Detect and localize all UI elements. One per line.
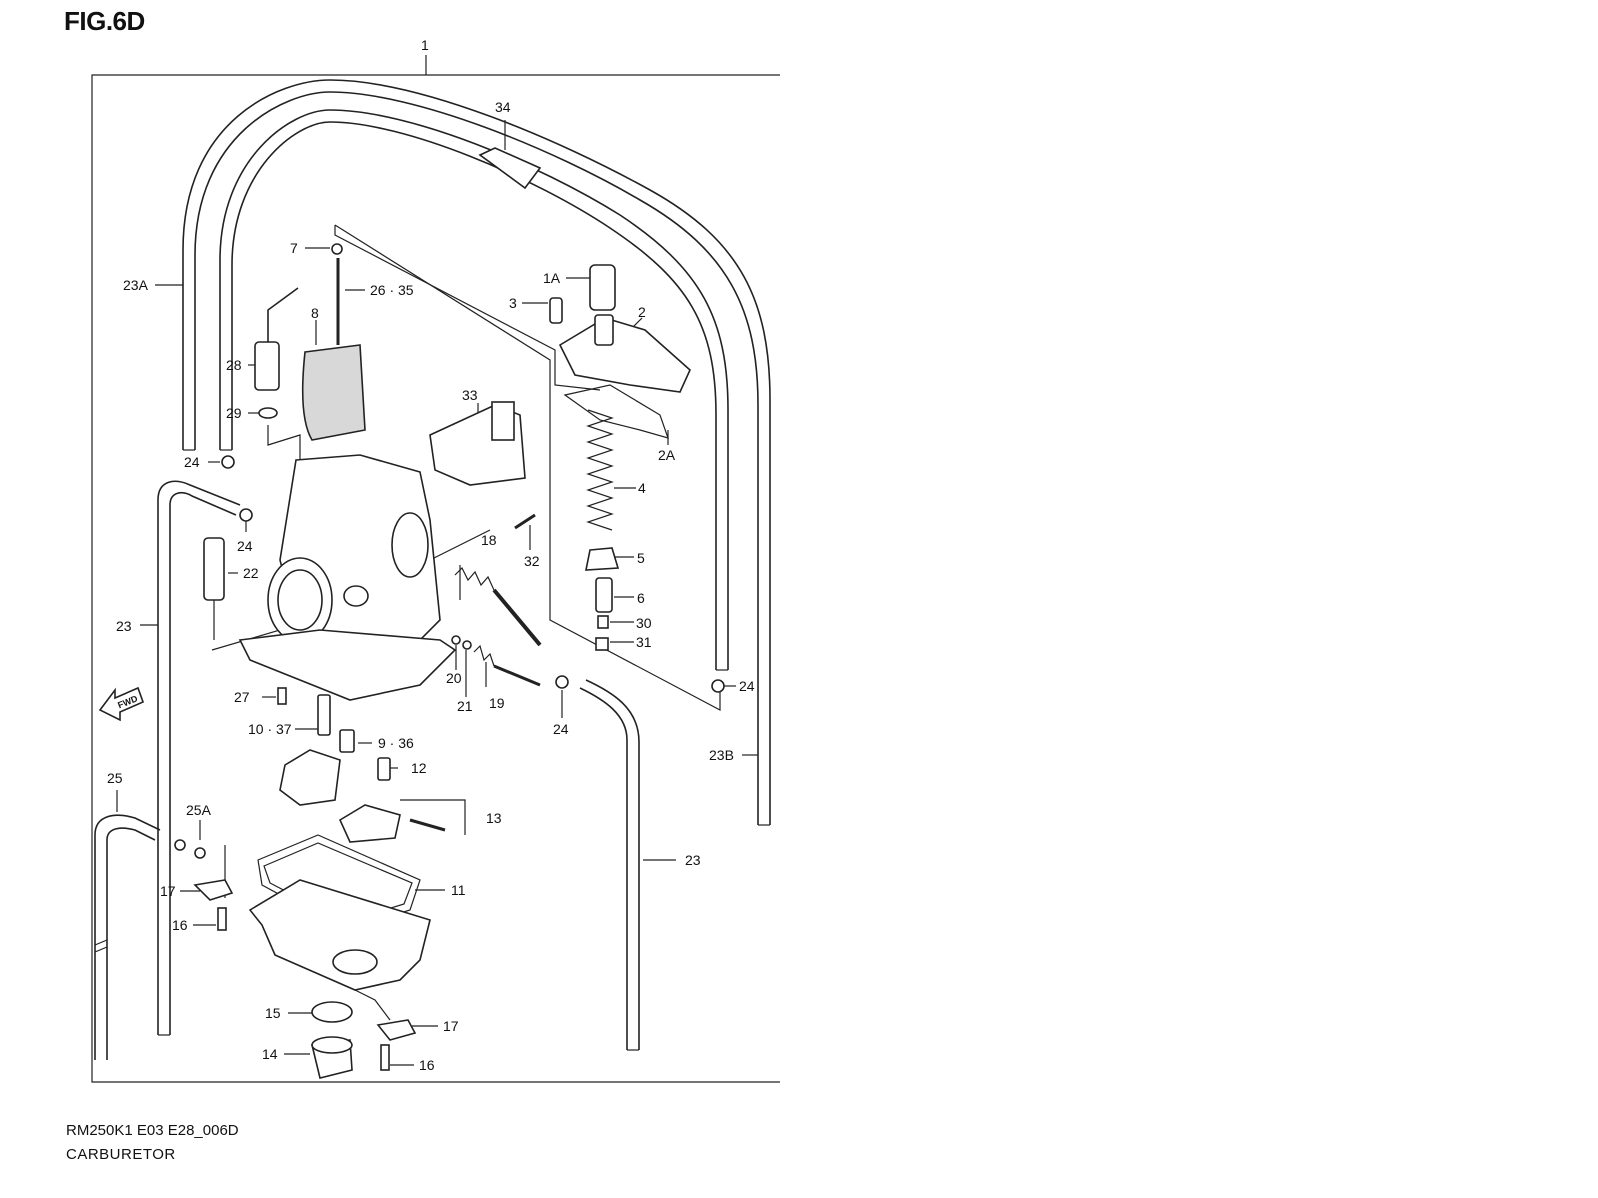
callout-24-a: 24	[184, 454, 200, 470]
callout-1: 1	[421, 37, 429, 53]
leader-lines	[116, 224, 758, 1066]
callout-10-37: 10 · 37	[248, 721, 292, 737]
callout-17-a: 17	[160, 883, 176, 899]
callout-2: 2	[638, 304, 646, 320]
drain-hoses	[94, 480, 640, 1060]
callout-19: 19	[489, 695, 505, 711]
figure-title: FIG.6D	[64, 6, 145, 36]
callout-6: 6	[637, 590, 645, 606]
callout-25: 25	[107, 770, 123, 786]
callout-27: 27	[234, 689, 250, 705]
callout-23b: 23B	[709, 747, 734, 763]
callout-26-35: 26 · 35	[370, 282, 414, 298]
callout-4: 4	[638, 480, 646, 496]
callout-21: 21	[457, 698, 473, 714]
callout-23a: 23A	[123, 277, 149, 293]
callout-16-b: 16	[419, 1057, 435, 1073]
callout-20: 20	[446, 670, 462, 686]
assembly-frame	[91, 55, 780, 1083]
callout-22: 22	[243, 565, 259, 581]
callout-8: 8	[311, 305, 319, 321]
callout-15: 15	[265, 1005, 281, 1021]
callout-24-b: 24	[237, 538, 253, 554]
section-name: CARBURETOR	[66, 1146, 176, 1163]
model-code: RM250K1 E03 E28_006D	[66, 1122, 239, 1139]
callout-25a: 25A	[186, 802, 212, 818]
callout-3: 3	[509, 295, 517, 311]
callout-14: 14	[262, 1046, 278, 1062]
callout-24-d: 24	[553, 721, 569, 737]
callout-labels: 1 34 23A 7 26 · 35 8 28 29 1A 3 2 33 2A …	[107, 37, 755, 1073]
callout-12: 12	[411, 760, 427, 776]
callout-1a: 1A	[543, 270, 561, 286]
callout-9-36: 9 · 36	[378, 735, 414, 751]
carburetor-parts: FWD	[98, 243, 725, 1079]
callout-34: 34	[495, 99, 511, 115]
callout-13: 13	[486, 810, 502, 826]
callout-16-a: 16	[172, 917, 188, 933]
callout-29: 29	[226, 405, 242, 421]
callout-31: 31	[636, 634, 652, 650]
callout-32: 32	[524, 553, 540, 569]
callout-2a: 2A	[658, 447, 676, 463]
callout-23-b: 23	[685, 852, 701, 868]
callout-18: 18	[481, 532, 497, 548]
callout-17-b: 17	[443, 1018, 459, 1034]
callout-7: 7	[290, 240, 298, 256]
callout-30: 30	[636, 615, 652, 631]
callout-11: 11	[451, 882, 466, 898]
callout-5: 5	[637, 550, 645, 566]
callout-33: 33	[462, 387, 478, 403]
vent-hoses	[182, 79, 771, 826]
callout-24-c: 24	[739, 678, 755, 694]
callout-28: 28	[226, 357, 242, 373]
callout-23-a: 23	[116, 618, 132, 634]
